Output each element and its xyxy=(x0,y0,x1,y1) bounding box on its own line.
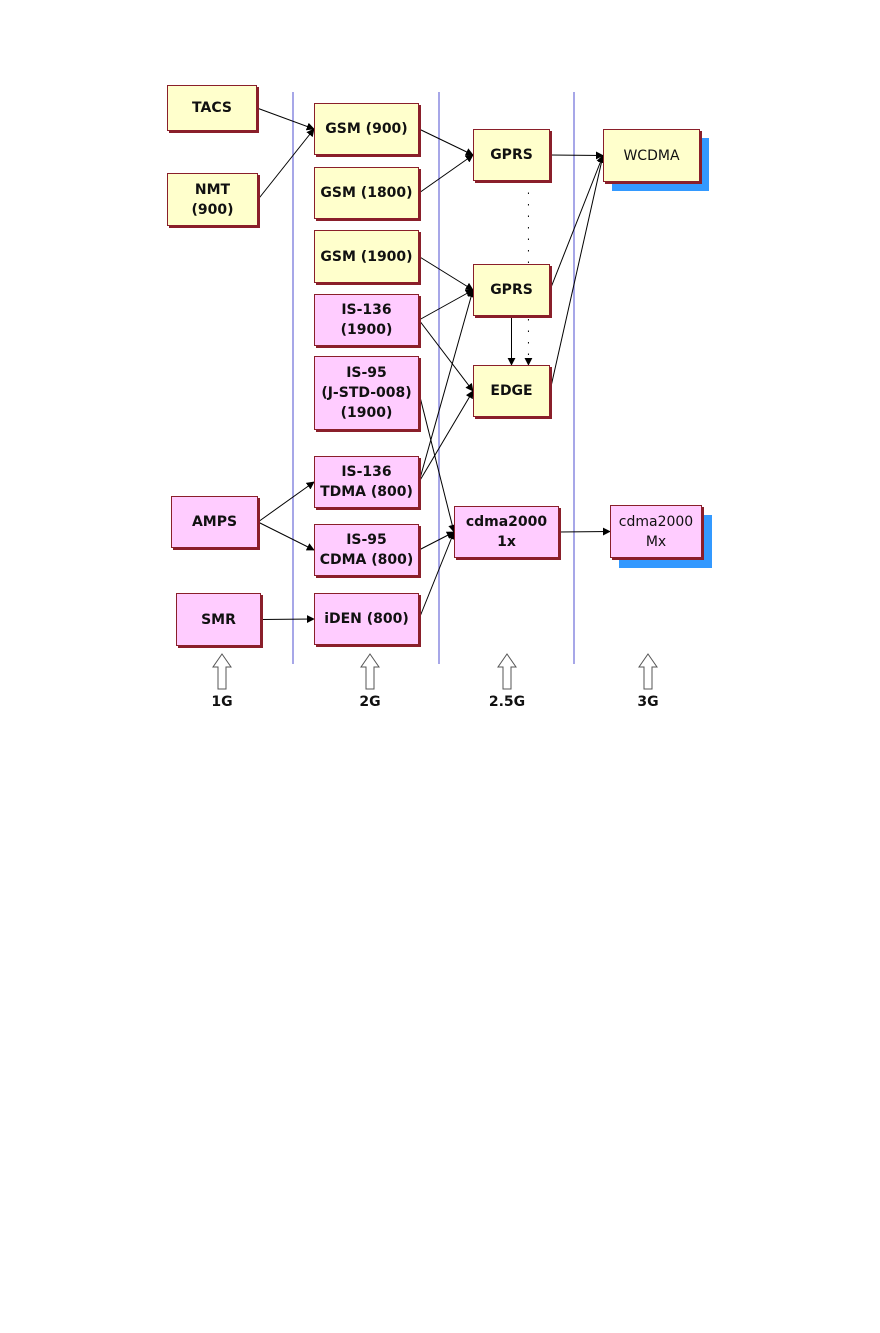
node-smr-label: SMR xyxy=(201,610,236,630)
node-is95-800-label-1: IS-95 xyxy=(346,530,387,550)
node-is95-1900-label-1: IS-95 xyxy=(346,363,387,383)
node-cdma2000-mx: cdma2000 Mx xyxy=(610,505,702,558)
edge-smr-to-iden xyxy=(261,619,314,620)
edge-gsm1800-to-gprs1 xyxy=(419,155,473,193)
node-gsm-1900: GSM (1900) xyxy=(314,230,419,283)
node-is136-800-label-2: TDMA (800) xyxy=(320,482,413,502)
node-cdma2000-1x-label-2: 1x xyxy=(497,532,516,552)
node-tacs: TACS xyxy=(167,85,257,131)
edge-nmt-to-gsm900 xyxy=(258,129,314,200)
node-edge: EDGE xyxy=(473,365,550,417)
node-is136-800-label-1: IS-136 xyxy=(341,462,391,482)
edge-is136_1900-to-edge xyxy=(419,320,473,391)
edge-is95_800-to-cdma1x xyxy=(419,532,454,550)
node-gsm-1900-label: GSM (1900) xyxy=(320,247,412,267)
node-is95-1900: IS-95 (J-STD-008) (1900) xyxy=(314,356,419,430)
node-is136-1900-label-2: (1900) xyxy=(341,320,393,340)
node-is136-800: IS-136 TDMA (800) xyxy=(314,456,419,508)
edge-iden-to-cdma1x xyxy=(419,532,454,619)
node-gprs-2-label: GPRS xyxy=(490,280,533,300)
node-is95-1900-label-2: (J-STD-008) xyxy=(321,383,411,403)
node-cdma2000-mx-label-2: Mx xyxy=(646,532,666,552)
node-amps: AMPS xyxy=(171,496,258,548)
node-gsm-900-label: GSM (900) xyxy=(325,119,407,139)
node-amps-label: AMPS xyxy=(192,512,237,532)
node-wcdma: WCDMA xyxy=(603,129,700,182)
node-cdma2000-mx-label-1: cdma2000 xyxy=(619,512,693,532)
edge-gsm900-to-gprs1 xyxy=(419,129,473,155)
generation-label-1g: 1G xyxy=(192,694,252,710)
generation-label-25g: 2.5G xyxy=(477,694,537,710)
node-nmt-label-2: (900) xyxy=(191,200,233,220)
node-gprs-2: GPRS xyxy=(473,264,550,316)
node-gsm-1800-label: GSM (1800) xyxy=(320,183,412,203)
node-gsm-1800: GSM (1800) xyxy=(314,167,419,219)
node-is136-1900-label-1: IS-136 xyxy=(341,300,391,320)
node-gprs-1: GPRS xyxy=(473,129,550,181)
node-cdma2000-1x: cdma2000 1x xyxy=(454,506,559,558)
edge-amps-to-is95_800 xyxy=(258,522,314,550)
node-iden: iDEN (800) xyxy=(314,593,419,645)
node-tacs-label: TACS xyxy=(192,98,232,118)
edge-is136_800-to-edge xyxy=(419,391,473,482)
edge-gprs1-to-wcdma xyxy=(550,155,603,156)
node-cdma2000-1x-label-1: cdma2000 xyxy=(466,512,547,532)
edge-tacs-to-gsm900 xyxy=(257,108,314,129)
node-nmt-label-1: NMT xyxy=(195,180,230,200)
node-gprs-1-label: GPRS xyxy=(490,145,533,165)
up-arrow-icon-25g xyxy=(498,654,516,689)
node-iden-label: iDEN (800) xyxy=(324,609,409,629)
edge-gprs2-to-wcdma xyxy=(550,156,603,291)
generation-arrows xyxy=(213,654,657,689)
node-edge-label: EDGE xyxy=(490,381,532,401)
edge-cdma1x-to-cdmamx xyxy=(559,532,610,533)
edge-is136_800-to-gprs2 xyxy=(419,290,473,482)
edge-gsm1900-to-gprs2 xyxy=(419,257,473,291)
edge-amps-to-is136_800 xyxy=(258,482,314,522)
up-arrow-icon-2g xyxy=(361,654,379,689)
node-is95-800-label-2: CDMA (800) xyxy=(320,550,414,570)
generation-label-2g: 2G xyxy=(340,694,400,710)
generation-label-3g: 3G xyxy=(618,694,678,710)
node-gsm-900: GSM (900) xyxy=(314,103,419,155)
edge-is136_1900-to-gprs2 xyxy=(419,290,473,320)
up-arrow-icon-3g xyxy=(639,654,657,689)
node-wcdma-label: WCDMA xyxy=(623,146,679,166)
node-nmt: NMT (900) xyxy=(167,173,258,226)
node-smr: SMR xyxy=(176,593,261,646)
up-arrow-icon-1g xyxy=(213,654,231,689)
edge-edge-to-wcdma xyxy=(550,156,603,392)
node-is136-1900: IS-136 (1900) xyxy=(314,294,419,346)
node-is95-800: IS-95 CDMA (800) xyxy=(314,524,419,576)
node-is95-1900-label-3: (1900) xyxy=(341,403,393,423)
